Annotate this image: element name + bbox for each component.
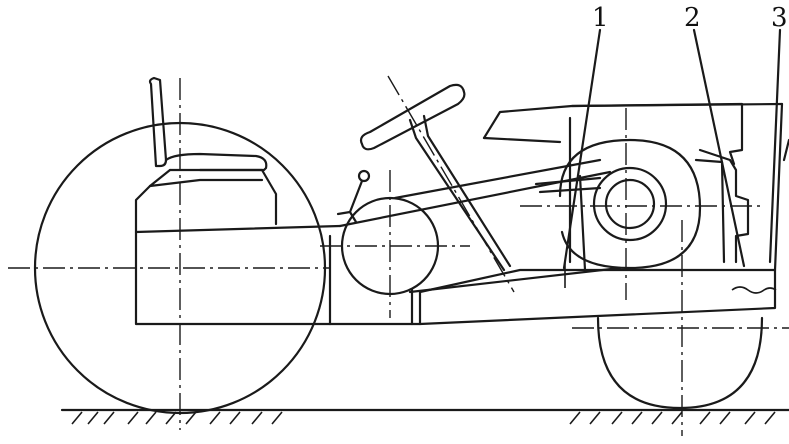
leader-lines <box>558 28 782 288</box>
engine-housing <box>134 168 342 326</box>
flywheel-hub-inner <box>604 178 656 230</box>
callout-3: 3 <box>771 3 788 33</box>
steering <box>359 75 515 293</box>
chassis-frame <box>328 170 777 326</box>
hood <box>482 102 784 264</box>
seat <box>148 76 268 172</box>
callout-1: 1 <box>592 3 609 33</box>
steering-axis-line <box>387 75 515 293</box>
front-wheel <box>572 220 789 436</box>
control-lever <box>336 169 371 224</box>
callout-2: 2 <box>684 3 701 33</box>
ground <box>60 408 789 425</box>
rear-bracket <box>731 102 789 294</box>
flywheel-hub-outer <box>592 166 668 242</box>
engine-flywheel <box>520 108 760 300</box>
